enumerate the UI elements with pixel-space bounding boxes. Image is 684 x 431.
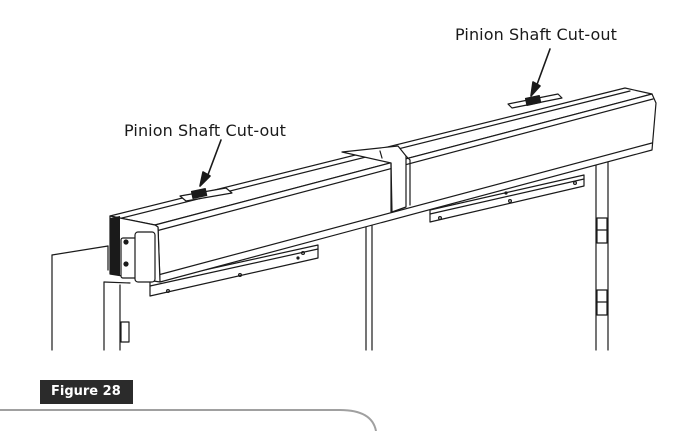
callout-label-right: Pinion Shaft Cut-out — [455, 25, 618, 44]
arrow-right — [530, 48, 551, 97]
cutout-left — [179, 187, 233, 202]
left-bracket — [149, 244, 319, 297]
frame-post — [595, 151, 609, 351]
arrow-left — [199, 139, 222, 187]
callout-label-left: Pinion Shaft Cut-out — [124, 121, 287, 140]
panel-outline — [0, 409, 377, 431]
cutout-right — [507, 93, 563, 109]
operator-housing — [109, 87, 657, 283]
figure-label: Figure 28 — [40, 380, 133, 404]
right-bracket — [429, 174, 585, 223]
door-panel — [51, 219, 373, 351]
